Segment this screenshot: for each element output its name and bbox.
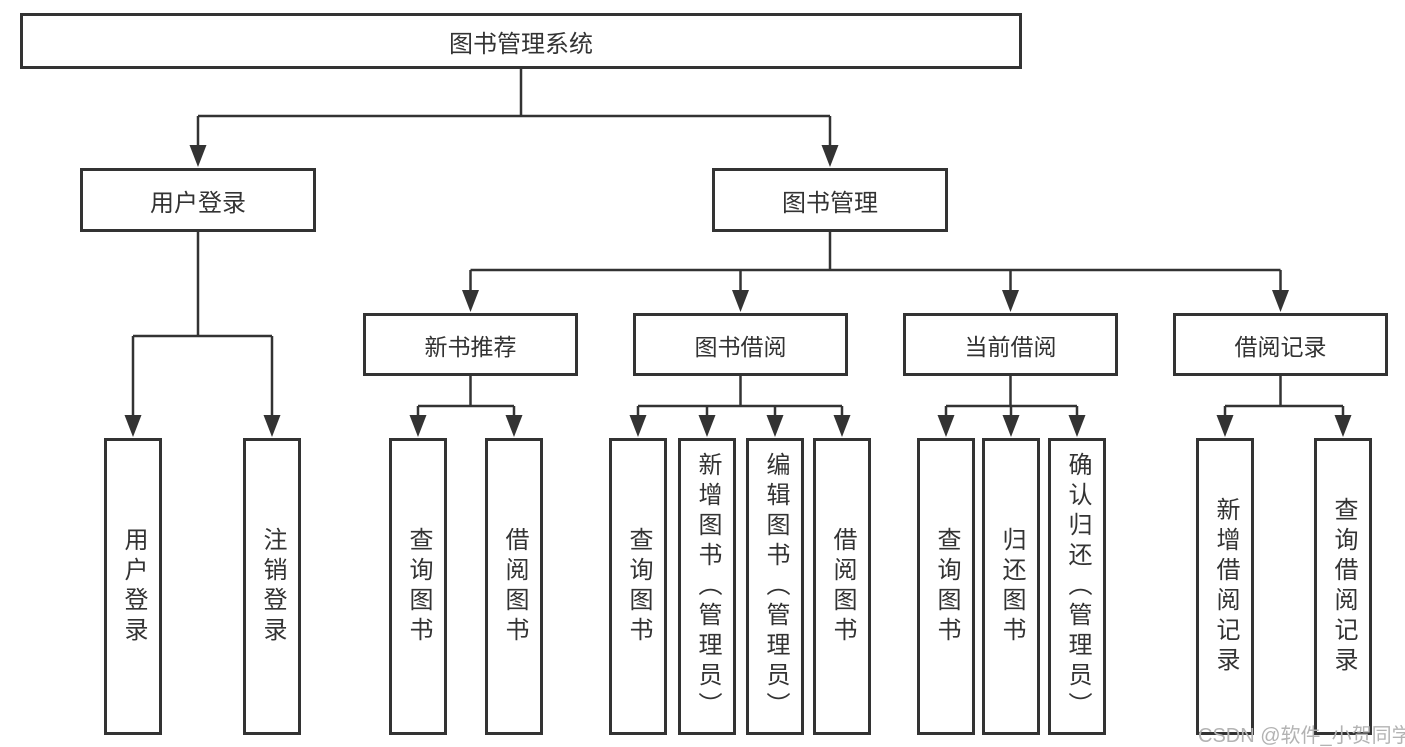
watermark: CSDN @软件_小贺同学: [1198, 725, 1405, 747]
node-borrow-records: 借阅记录: [1173, 313, 1388, 376]
leaf-borrow-books-label: 借阅图书: [829, 526, 856, 647]
root-to-level2-lines: [189, 69, 839, 167]
leaf-query-books-borrow: 查询图书: [609, 438, 667, 735]
leaf-add-borrow-record-label: 新增借阅记录: [1212, 496, 1239, 677]
book-management-to-level3-lines: [462, 232, 1289, 312]
leaf-add-book-admin-label: 新增图书（管理员）: [694, 451, 721, 722]
leaf-confirm-return-admin-label: 确认归还（管理员）: [1064, 451, 1091, 722]
leaf-query-books-current-label: 查询图书: [933, 526, 960, 647]
leaf-query-books-current: 查询图书: [917, 438, 975, 735]
leaf-query-borrow-record: 查询借阅记录: [1314, 438, 1372, 735]
node-new-book-recommend-label: 新书推荐: [424, 333, 517, 360]
leaf-edit-book-admin: 编辑图书（管理员）: [746, 438, 804, 735]
leaf-borrow-books-recommend-label: 借阅图书: [501, 526, 528, 647]
leaf-query-books-recommend-label: 查询图书: [405, 526, 432, 647]
new-book-recommend-branch-lines: [409, 376, 523, 437]
leaf-return-book-label: 归还图书: [998, 526, 1025, 647]
node-current-borrow-label: 当前借阅: [964, 333, 1057, 360]
book-borrow-branch-lines: [629, 376, 851, 437]
leaf-borrow-books: 借阅图书: [813, 438, 871, 735]
leaf-query-books-borrow-label: 查询图书: [625, 526, 652, 647]
leaf-user-login-label: 用户登录: [120, 526, 147, 647]
user-login-branch-lines: [124, 232, 281, 437]
borrow-records-branch-lines: [1216, 376, 1352, 437]
node-book-borrow: 图书借阅: [633, 313, 848, 376]
node-book-management: 图书管理: [712, 168, 948, 232]
node-user-login-label: 用户登录: [150, 189, 246, 217]
node-borrow-records-label: 借阅记录: [1234, 333, 1327, 360]
node-root: 图书管理系统: [20, 13, 1022, 69]
leaf-query-books-recommend: 查询图书: [389, 438, 447, 735]
leaf-borrow-books-recommend: 借阅图书: [485, 438, 543, 735]
leaf-return-book: 归还图书: [982, 438, 1040, 735]
node-new-book-recommend: 新书推荐: [363, 313, 578, 376]
node-book-borrow-label: 图书借阅: [694, 333, 787, 360]
leaf-confirm-return-admin: 确认归还（管理员）: [1048, 438, 1106, 735]
node-current-borrow: 当前借阅: [903, 313, 1118, 376]
node-root-label: 图书管理系统: [449, 30, 593, 58]
leaf-add-book-admin: 新增图书（管理员）: [678, 438, 736, 735]
node-user-login: 用户登录: [80, 168, 316, 232]
current-borrow-branch-lines: [937, 376, 1086, 437]
leaf-edit-book-admin-label: 编辑图书（管理员）: [762, 451, 789, 722]
leaf-logout-label: 注销登录: [259, 526, 286, 647]
node-book-management-label: 图书管理: [782, 189, 878, 217]
leaf-logout: 注销登录: [243, 438, 301, 735]
leaf-user-login: 用户登录: [104, 438, 162, 735]
leaf-query-borrow-record-label: 查询借阅记录: [1330, 496, 1357, 677]
leaf-add-borrow-record: 新增借阅记录: [1196, 438, 1254, 735]
